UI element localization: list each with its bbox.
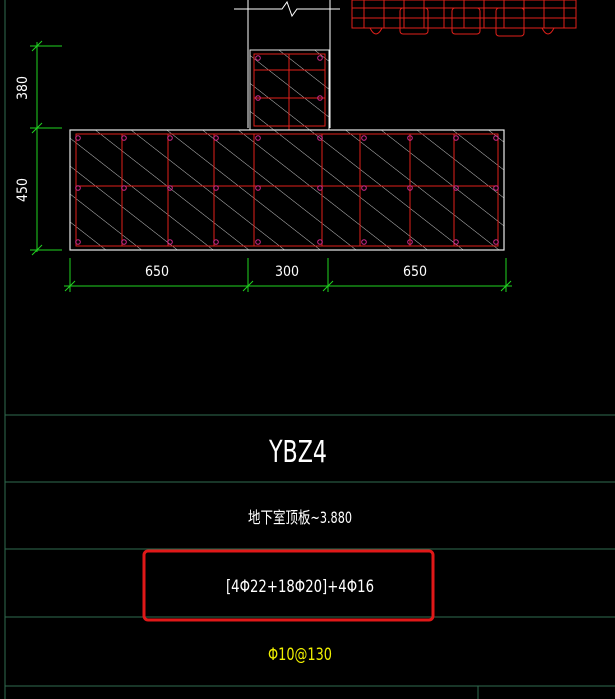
rebar-marker xyxy=(255,55,261,61)
rebar-marker xyxy=(255,95,261,101)
rebar-marker xyxy=(361,135,367,141)
rebar-marker xyxy=(453,135,459,141)
rebar-marker xyxy=(407,239,413,245)
column-above-break xyxy=(234,0,340,128)
rebar-marker xyxy=(361,239,367,245)
rebar-marker xyxy=(167,135,173,141)
rebar-marker xyxy=(121,135,127,141)
flange-section xyxy=(69,55,505,251)
stirrup-spec: Φ10@130 xyxy=(268,645,332,665)
rebar-marker xyxy=(255,239,261,245)
rebar-marker xyxy=(317,95,323,101)
highlight-box xyxy=(142,549,435,622)
rebar-marker xyxy=(121,239,127,245)
rebar-marker xyxy=(213,185,219,191)
rebar-marker xyxy=(75,135,81,141)
rebar-marker xyxy=(317,239,323,245)
longitudinal-rebar: [4Φ22+18Φ20]+4Φ16 xyxy=(226,577,374,597)
rebar-marker xyxy=(493,185,499,191)
dim-text-650-left: 650 xyxy=(145,264,169,280)
rebar-marker xyxy=(167,239,173,245)
elevation-range: 地下室顶板~3.880 xyxy=(248,508,352,527)
rebar-marker xyxy=(75,185,81,191)
web-section xyxy=(249,49,330,131)
dim-text-380: 380 xyxy=(15,76,31,100)
rebar-marker xyxy=(255,135,261,141)
rebar-marker xyxy=(453,239,459,245)
adjacent-detail xyxy=(351,0,577,37)
rebar-marker xyxy=(317,185,323,191)
rebar-marker xyxy=(361,185,367,191)
rebar-marker xyxy=(407,135,413,141)
rebar-marker xyxy=(255,185,261,191)
component-name: YBZ4 xyxy=(268,435,327,470)
dimension-lines xyxy=(30,40,512,292)
rebar-marker xyxy=(317,135,323,141)
rebar-marker xyxy=(121,185,127,191)
table-frame xyxy=(4,0,615,699)
rebar-marker xyxy=(453,185,459,191)
rebar-marker xyxy=(317,55,323,61)
dim-text-300: 300 xyxy=(275,264,299,280)
rebar-marker xyxy=(213,135,219,141)
dim-text-450: 450 xyxy=(15,178,31,202)
rebar-marker xyxy=(493,135,499,141)
rebar-marker xyxy=(493,239,499,245)
rebar-marker xyxy=(75,239,81,245)
rebar-marker xyxy=(167,185,173,191)
rebar-marker xyxy=(407,185,413,191)
dim-text-650-right: 650 xyxy=(403,264,427,280)
rebar-marker xyxy=(213,239,219,245)
